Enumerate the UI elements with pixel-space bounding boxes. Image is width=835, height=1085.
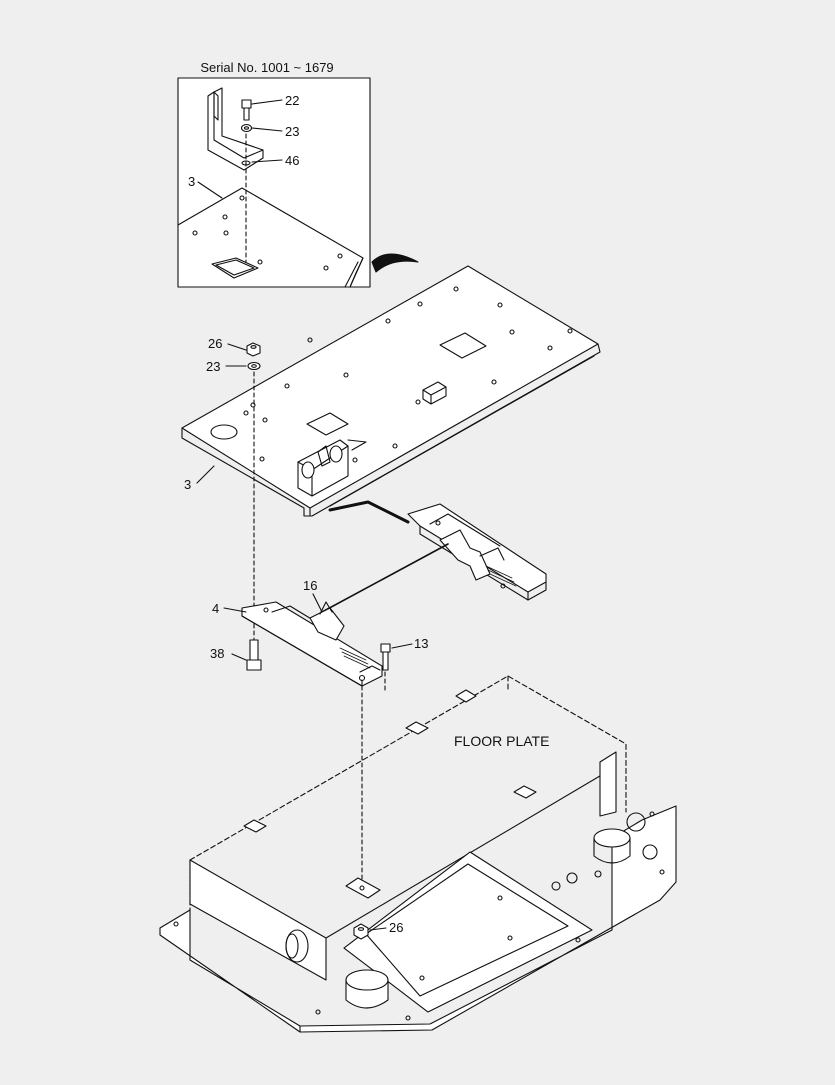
serial-inset: Serial No. 1001 ~ 1679 <box>177 60 371 288</box>
floor-cylinder-right <box>593 828 631 864</box>
floor-plate <box>159 675 677 1033</box>
label-26-bottom: 26 <box>389 920 403 935</box>
nut-top <box>246 342 261 357</box>
inset-bracket <box>207 87 264 171</box>
cable <box>321 543 449 613</box>
label-38: 38 <box>210 646 224 661</box>
label-23-top: 23 <box>206 359 220 374</box>
label-23-inset: 23 <box>285 124 299 139</box>
inset-title: Serial No. 1001 ~ 1679 <box>200 60 333 75</box>
reference-arrow <box>371 253 419 273</box>
washer-top <box>247 361 261 371</box>
floor-plate-label: FLOOR PLATE <box>454 733 549 749</box>
bolt-right <box>380 643 391 671</box>
label-46: 46 <box>285 153 299 168</box>
floor-cylinder-left <box>345 969 389 1009</box>
bolt-left <box>246 639 262 671</box>
label-4: 4 <box>212 601 219 616</box>
seat-plate <box>181 265 601 517</box>
inset-plate <box>177 187 364 288</box>
slide-rail-left <box>241 601 383 687</box>
label-3-inset: 3 <box>188 174 195 189</box>
label-26-top: 26 <box>208 336 222 351</box>
slide-rail-right <box>328 500 547 601</box>
label-3: 3 <box>184 477 191 492</box>
label-16: 16 <box>303 578 317 593</box>
label-13: 13 <box>414 636 428 651</box>
label-22: 22 <box>285 93 299 108</box>
nut-bottom <box>353 923 369 940</box>
